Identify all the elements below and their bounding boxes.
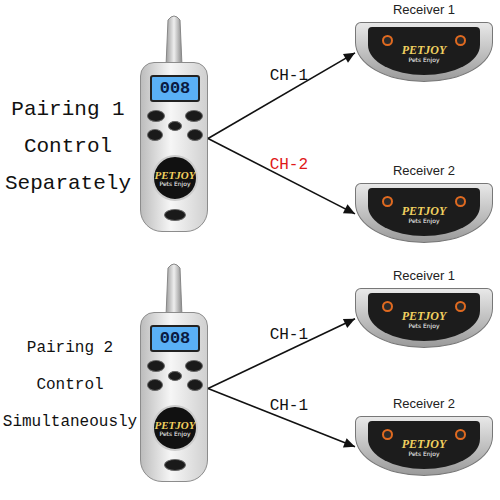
receiver-light (455, 35, 466, 46)
receiver-label: Receiver 1 (355, 268, 493, 283)
logo-badge: PETJOYPets Enjoy (394, 200, 454, 230)
remote-button (147, 110, 165, 122)
remote-button (147, 360, 165, 372)
signal-arrow (208, 319, 355, 389)
remote-button (187, 129, 203, 141)
receiver-face: PETJOYPets Enjoy (368, 293, 480, 341)
logo-badge: PETJOYPets Enjoy (394, 433, 454, 463)
arrow-head (343, 319, 355, 328)
remote-transmitter: 008PETJOYPets Enjoy (140, 312, 208, 482)
remote-button (147, 129, 163, 141)
channel-label: CH-1 (270, 326, 308, 344)
receiver-light (382, 196, 393, 207)
signal-arrow (208, 53, 355, 139)
brand-name: PETJOY (402, 44, 447, 57)
brand-slogan: Pets Enjoy (409, 218, 440, 225)
remote-button (185, 110, 203, 122)
collar-receiver: PETJOYPets Enjoy (355, 416, 493, 476)
receiver-collar-node: Receiver 1 PETJOYPets Enjoy (355, 268, 493, 350)
remote-button (168, 121, 182, 131)
pairing-note: Pairing 1 Control Separately (2, 92, 134, 202)
receiver-light (455, 196, 466, 207)
collar-receiver: PETJOYPets Enjoy (355, 22, 493, 82)
remote-transmitter: 008PETJOYPets Enjoy (140, 62, 208, 232)
brand-slogan: Pets Enjoy (409, 451, 440, 458)
lcd-screen: 008 (150, 325, 200, 352)
receiver-face: PETJOYPets Enjoy (368, 421, 480, 469)
remote-button (147, 379, 163, 391)
logo-badge: PETJOYPets Enjoy (394, 305, 454, 335)
remote-button (164, 459, 186, 471)
receiver-label: Receiver 2 (355, 396, 493, 411)
arrow-head (343, 438, 355, 447)
pairing-note: Pairing 2 Control Simultaneously (2, 330, 138, 440)
remote-antenna (166, 264, 182, 316)
receiver-face: PETJOYPets Enjoy (368, 27, 480, 75)
arrow-head (343, 204, 355, 213)
brand-name: PETJOY (402, 438, 447, 451)
receiver-face: PETJOYPets Enjoy (368, 188, 480, 236)
lcd-screen: 008 (150, 75, 200, 102)
lcd-reading: 008 (160, 79, 191, 98)
receiver-light (382, 429, 393, 440)
remote-button (164, 209, 186, 221)
receiver-light (382, 35, 393, 46)
receiver-light (455, 429, 466, 440)
brand-slogan: Pets Enjoy (409, 57, 440, 64)
signal-arrow (208, 389, 355, 447)
collar-receiver: PETJOYPets Enjoy (355, 183, 493, 243)
receiver-label: Receiver 2 (355, 163, 493, 178)
arrow-head (343, 53, 355, 63)
brand-name: PETJOY (155, 169, 196, 181)
receiver-light (455, 301, 466, 312)
logo-badge: PETJOYPets Enjoy (152, 155, 198, 201)
brand-slogan: Pets Enjoy (160, 431, 191, 438)
channel-label: CH-1 (270, 67, 308, 85)
brand-slogan: Pets Enjoy (409, 323, 440, 330)
receiver-light (382, 301, 393, 312)
remote-button (168, 371, 182, 381)
channel-label: CH-1 (270, 396, 308, 414)
receiver-label: Receiver 1 (355, 2, 493, 17)
remote-button (187, 379, 203, 391)
lcd-reading: 008 (160, 329, 191, 348)
brand-name: PETJOY (402, 310, 447, 323)
receiver-collar-node: Receiver 2 PETJOYPets Enjoy (355, 163, 493, 245)
collar-receiver: PETJOYPets Enjoy (355, 288, 493, 348)
channel-label: CH-2 (270, 156, 308, 174)
remote-button (185, 360, 203, 372)
signal-arrow (208, 139, 355, 214)
receiver-collar-node: Receiver 2 PETJOYPets Enjoy (355, 396, 493, 478)
brand-slogan: Pets Enjoy (160, 181, 191, 188)
brand-name: PETJOY (402, 205, 447, 218)
logo-badge: PETJOYPets Enjoy (394, 39, 454, 69)
receiver-collar-node: Receiver 1 PETJOYPets Enjoy (355, 2, 493, 84)
logo-badge: PETJOYPets Enjoy (152, 405, 198, 451)
remote-antenna (166, 16, 182, 66)
brand-name: PETJOY (155, 419, 196, 431)
